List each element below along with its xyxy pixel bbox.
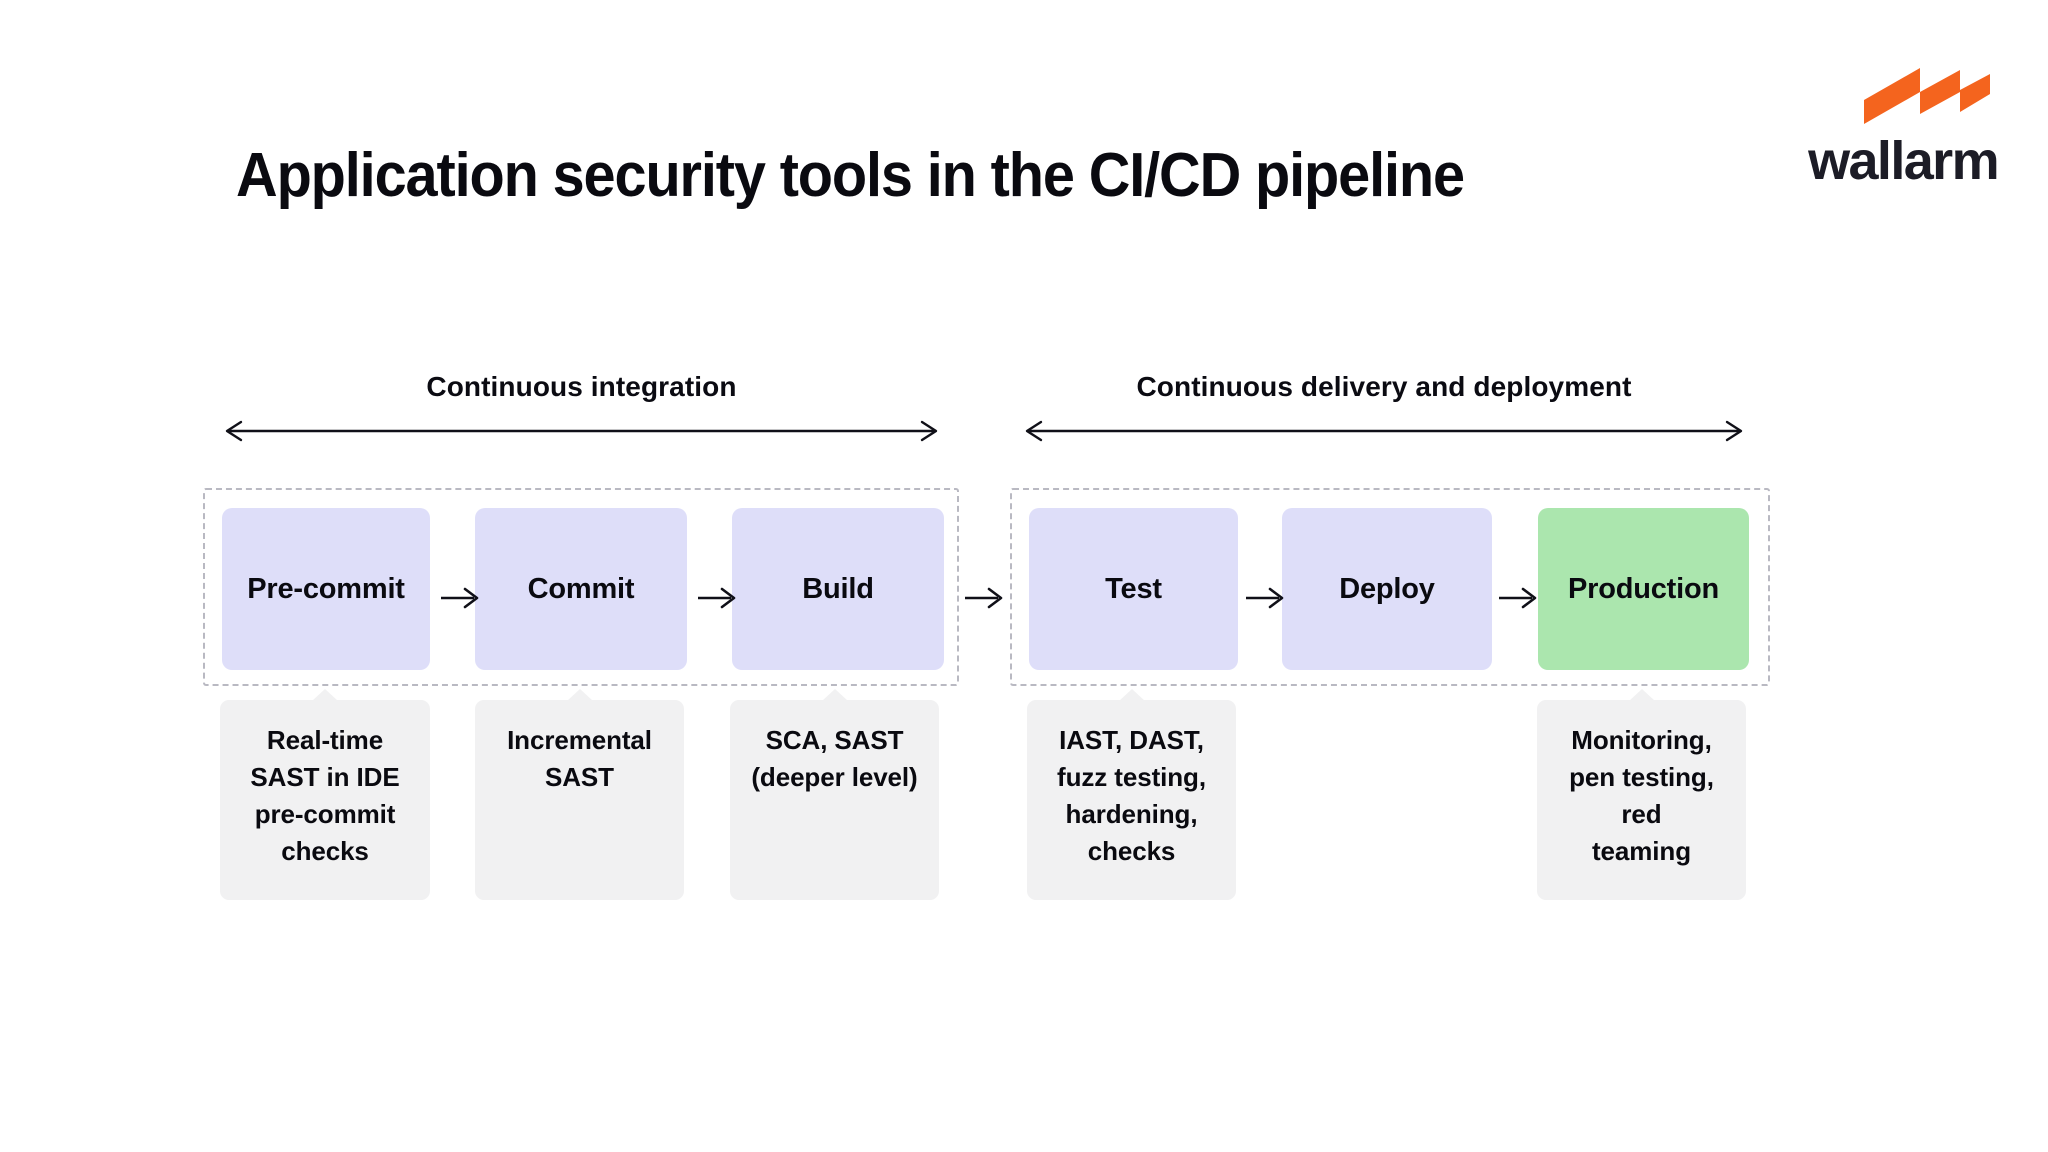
stage-label-deploy: Deploy <box>1339 572 1435 605</box>
note-text-commit: Incremental SAST <box>507 725 652 792</box>
phase-span-arrow-ci <box>219 418 944 444</box>
stage-label-commit: Commit <box>527 572 635 605</box>
wallarm-logo: wallarm <box>1788 62 2000 188</box>
stage-label-pre-commit: Pre-commit <box>247 572 405 605</box>
note-text-build: SCA, SAST (deeper level) <box>751 725 918 792</box>
connector-build-to-test <box>962 583 1006 613</box>
phase-span-arrow-cd <box>1019 418 1749 444</box>
note-build: SCA, SAST (deeper level) <box>730 689 939 900</box>
stage-build[interactable]: Build <box>732 508 944 670</box>
note-text-production: Monitoring, pen testing, red teaming <box>1569 725 1714 866</box>
note-pre-commit: Real-time SAST in IDE pre-commit checks <box>220 689 430 900</box>
stage-pre-commit[interactable]: Pre-commit <box>222 508 430 670</box>
connector-test-to-deploy <box>1243 583 1287 613</box>
page-title: Application security tools in the CI/CD … <box>236 141 1465 210</box>
connector-commit-to-build <box>695 583 739 613</box>
connector-deploy-to-production <box>1496 583 1540 613</box>
note-test: IAST, DAST, fuzz testing, hardening, che… <box>1027 689 1236 900</box>
note-commit: Incremental SAST <box>475 689 684 900</box>
phase-label-ci: Continuous integration <box>426 371 737 402</box>
stage-production[interactable]: Production <box>1538 508 1749 670</box>
wallarm-lightning-mark-icon <box>1864 68 1990 124</box>
stage-label-build: Build <box>802 572 874 605</box>
note-text-pre-commit: Real-time SAST in IDE pre-commit checks <box>250 725 400 866</box>
connector-pre-commit-to-commit <box>438 583 482 613</box>
wallarm-wordmark: wallarm <box>1808 131 2000 191</box>
stage-commit[interactable]: Commit <box>475 508 687 670</box>
stage-group-cd: Test Deploy Production <box>1010 488 1770 686</box>
phase-continuous-delivery-deployment: Continuous delivery and deployment <box>1019 370 1749 444</box>
stage-test[interactable]: Test <box>1029 508 1238 670</box>
stage-deploy[interactable]: Deploy <box>1282 508 1492 670</box>
phase-continuous-integration: Continuous integration <box>219 370 944 444</box>
stage-group-ci: Pre-commit Commit Build <box>203 488 959 686</box>
note-text-test: IAST, DAST, fuzz testing, hardening, che… <box>1057 725 1206 866</box>
phase-label-cd: Continuous delivery and deployment <box>1136 371 1632 402</box>
stage-label-production: Production <box>1567 572 1720 605</box>
note-production: Monitoring, pen testing, red teaming <box>1537 689 1746 900</box>
stage-label-test: Test <box>1105 572 1162 605</box>
